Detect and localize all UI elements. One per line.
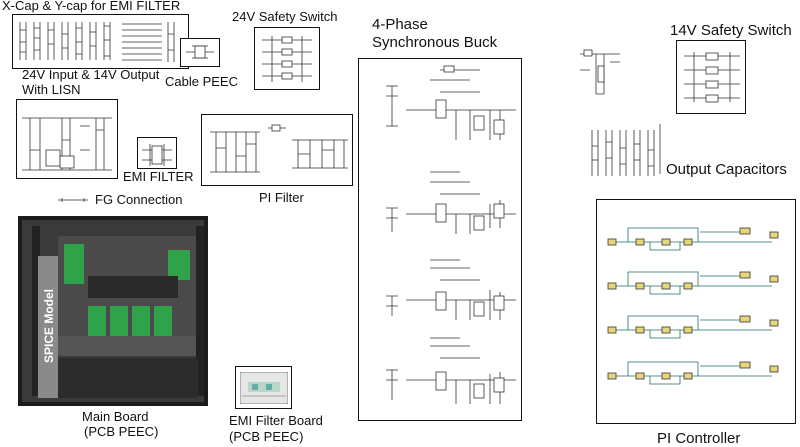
buck-schematic: [386, 65, 516, 404]
label-14v-safety-switch: 14V Safety Switch: [670, 22, 792, 39]
spice-model-label: SPICE Model: [42, 289, 56, 364]
buck-phase-2: [386, 171, 516, 234]
input-lisn-schematic: [22, 117, 112, 171]
label-fg-connection: FG Connection: [95, 192, 183, 207]
14v-switch-schematic: [684, 52, 740, 103]
buck-phase-4: [386, 337, 516, 404]
output-network-schematic: [580, 49, 620, 95]
label-pi-filter: PI Filter: [259, 190, 304, 205]
pi-controller-row: [607, 315, 779, 339]
label-main-board-1: Main Board: [82, 409, 149, 424]
label-emi-filter: EMI FILTER: [123, 169, 194, 184]
cable-peec-box: [180, 38, 220, 67]
output-capacitors-schematic: [591, 124, 661, 176]
fg-connection-schematic: [58, 198, 88, 202]
buck-box: [358, 58, 522, 421]
label-buck-1: 4-Phase: [372, 16, 428, 33]
pi-controller-row: [607, 271, 779, 295]
emi-board-pcb: [239, 371, 289, 405]
emi-filter-schematic: [142, 144, 172, 166]
label-input-output-2: With LISN: [22, 82, 81, 97]
label-cable-peec: Cable PEEC: [165, 74, 238, 89]
pi-controller-schematic: [607, 227, 779, 385]
label-emi-board-2: (PCB PEEC): [229, 429, 304, 444]
label-main-board-2: (PCB PEEC): [84, 424, 159, 439]
cable-peec-schematic: [186, 45, 214, 59]
pi-controller-row: [607, 361, 779, 385]
buck-phase-3: [386, 259, 516, 320]
xy-cap-schematic: [19, 22, 175, 62]
pi-controller-box: [596, 199, 796, 424]
label-pi-controller: PI Controller: [657, 430, 741, 447]
spice-model-band: [38, 256, 58, 398]
label-output-capacitors: Output Capacitors: [666, 161, 787, 178]
buck-phase-1: [386, 65, 516, 140]
label-input-output-1: 24V Input & 14V Output: [22, 67, 160, 82]
main-board-pcb: SPICE Model: [18, 216, 208, 406]
label-xy-cap: X-Cap & Y-cap for EMI FILTER: [2, 0, 181, 13]
label-24v-safety-switch: 24V Safety Switch: [232, 9, 338, 24]
pi-controller-row: [607, 227, 779, 251]
label-buck-2: Synchronous Buck: [372, 34, 498, 51]
pi-filter-schematic: [210, 124, 348, 173]
label-emi-board-1: EMI Filter Board: [229, 413, 323, 428]
24v-switch-schematic: [262, 36, 312, 82]
